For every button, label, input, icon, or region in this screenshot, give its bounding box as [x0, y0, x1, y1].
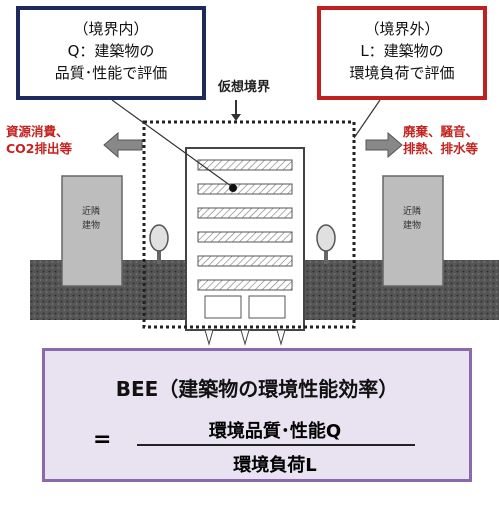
right-arrow: [365, 131, 403, 159]
neighbor-left-label-2: 建物: [82, 219, 100, 231]
outer-box-line-3: 環境負荷で評価: [349, 64, 455, 82]
tree-left: [149, 224, 169, 264]
neighbor-building-right: [382, 175, 444, 287]
left-note-line-2: CO2排出等: [6, 141, 72, 156]
right-note-line-2: 排熱、排水等: [403, 141, 479, 156]
virtual-boundary-label: 仮想境界: [218, 80, 271, 95]
q-leader-line: [111, 99, 232, 187]
virtual-boundary: [142, 120, 356, 329]
inner-box-line-3: 品質･性能で評価: [54, 64, 168, 82]
outer-box-line-2: L：建築物の: [360, 42, 444, 60]
neighbor-left-label-1: 近隣: [82, 205, 100, 217]
formula-title: BEE（建築物の環境性能効率）: [115, 377, 399, 401]
right-note: 廃棄、騒音、 排熱、排水等: [403, 123, 478, 157]
formula-numerator: 環境品質･性能Q: [208, 421, 342, 442]
inner-box-line-1: （境界内）: [73, 20, 149, 38]
inner-box-line-2: Q：建築物の: [67, 42, 155, 60]
formula-denominator: 環境負荷L: [233, 455, 317, 476]
neighbor-right-label-2: 建物: [403, 219, 421, 231]
right-note-line-1: 廃棄、騒音、: [403, 124, 479, 139]
neighbor-building-left: [61, 175, 123, 287]
fraction-line: [137, 444, 415, 446]
outer-boundary-box: （境界外） L：建築物の 環境負荷で評価: [317, 6, 487, 100]
main-building: [185, 147, 305, 346]
left-note: 資源消費、 CO2排出等: [6, 123, 72, 157]
inner-boundary-box: （境界内） Q：建築物の 品質･性能で評価: [16, 6, 206, 100]
tree-right: [316, 224, 336, 264]
formula-equals: =: [93, 427, 112, 452]
left-arrow: [103, 131, 143, 159]
l-leader-line: [353, 99, 381, 139]
outer-box-line-1: （境界外）: [364, 20, 440, 38]
neighbor-right-label-1: 近隣: [403, 205, 421, 217]
left-note-line-1: 資源消費、: [6, 124, 69, 139]
bee-formula-box: BEE（建築物の環境性能効率） = 環境品質･性能Q 環境負荷L: [42, 348, 472, 482]
